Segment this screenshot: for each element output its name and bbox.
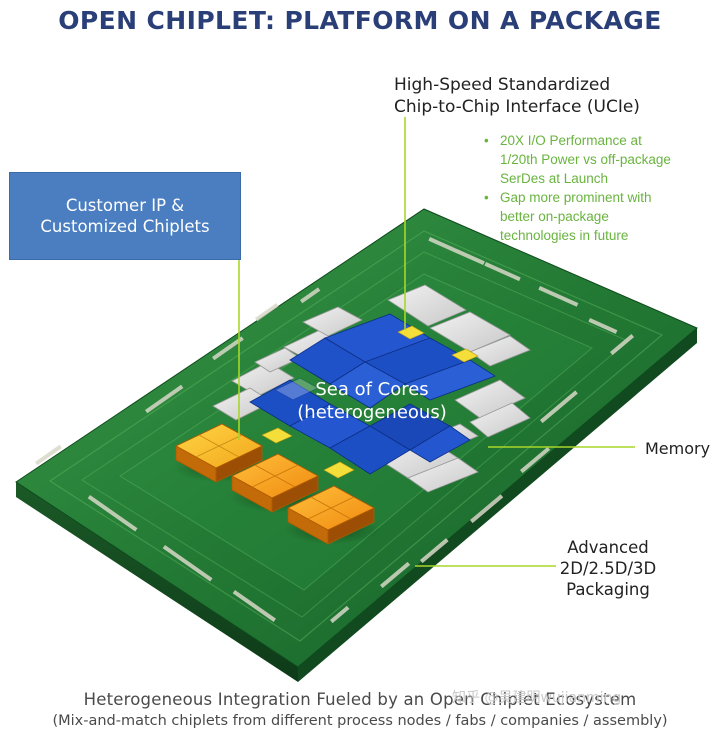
footer-caption: Heterogeneous Integration Fueled by an O…	[83, 690, 637, 709]
footer-subcaption: (Mix-and-match chiplets from different p…	[52, 713, 668, 729]
watermark: 知乎 @吴建明wujianming	[452, 690, 622, 706]
customer-ip-callout: Customer IP & Customized Chiplets	[9, 172, 241, 260]
sea-of-cores-label: Sea of Cores (heterogeneous)	[297, 379, 447, 423]
advanced-packaging-label: Advanced 2D/2.5D/3D Packaging	[559, 538, 657, 599]
ucie-benefits-list: 20X I/O Performance at 1/20th Power vs o…	[484, 131, 671, 245]
memory-label: Memory	[645, 439, 711, 458]
ucie-label: High-Speed Standardized Chip-to-Chip Int…	[394, 75, 640, 117]
list-item: Gap more prominent with better on-packag…	[484, 188, 671, 245]
slide-title: OPEN CHIPLET: PLATFORM ON A PACKAGE	[58, 6, 662, 35]
substrate-pads	[35, 237, 635, 624]
core-tiles	[249, 313, 496, 475]
leader-lines	[238, 117, 635, 567]
list-item: 20X I/O Performance at 1/20th Power vs o…	[484, 131, 671, 188]
ucie-pads	[261, 325, 479, 479]
custom-chiplets	[175, 423, 375, 545]
